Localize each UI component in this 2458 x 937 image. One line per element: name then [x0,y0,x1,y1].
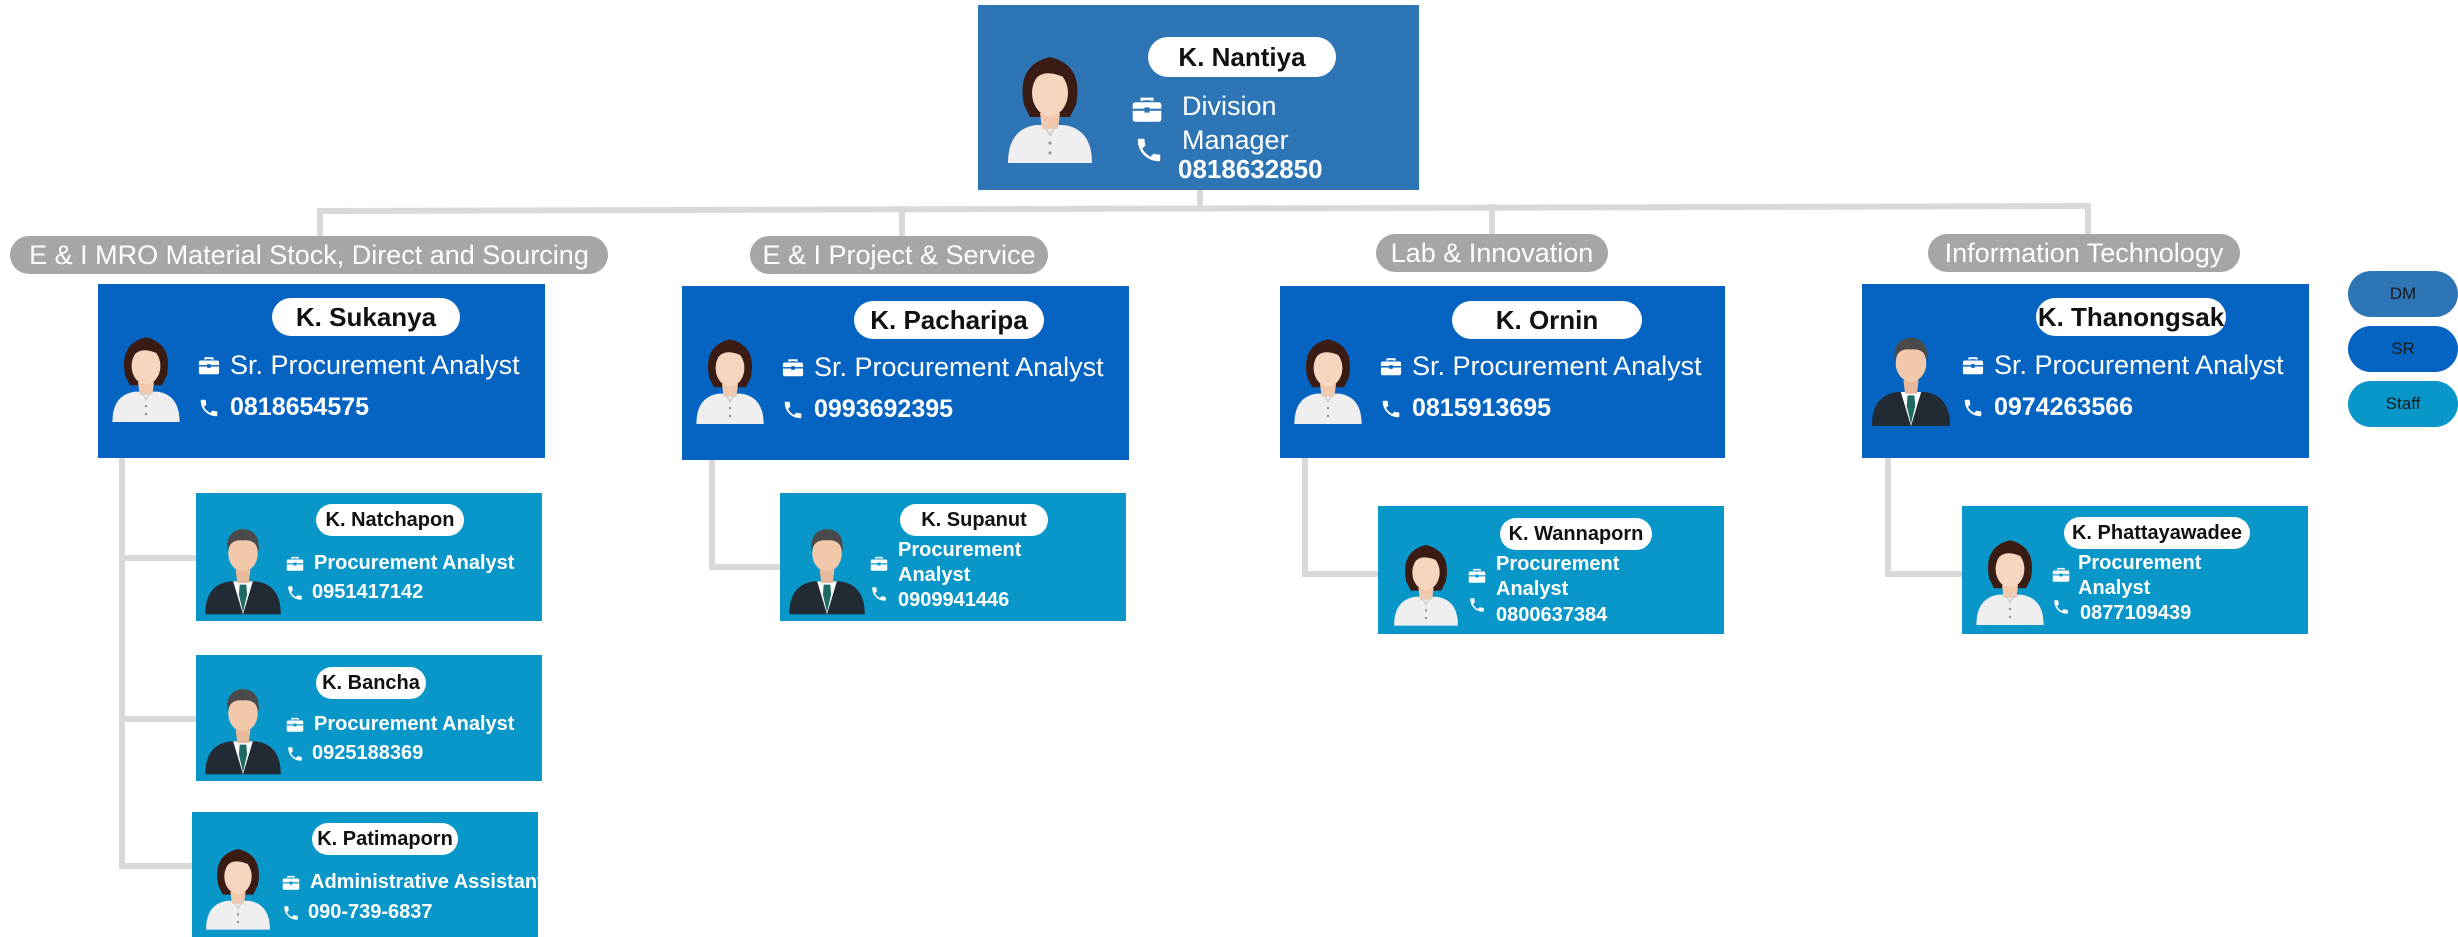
female-avatar-icon [1008,57,1092,163]
male-avatar-icon [1871,337,1951,426]
briefcase-icon [1962,356,1984,374]
staff-card-patimaporn: K. Patimaporn Administrative Assistant 0… [192,812,544,937]
manager-phone: 0818632850 [1178,154,1323,184]
female-avatar-icon [206,849,270,930]
manager-card: K. Nantiya Division Manager 0818632850 [978,5,1419,190]
sr-title-row: Sr. Procurement Analyst [1962,350,2284,381]
briefcase-icon [286,556,304,571]
phone-icon [872,587,886,601]
department-label-information-technology: Information Technology [1928,234,2240,272]
manager-name-pill: K. Nantiya [1148,37,1336,77]
phone-icon [1470,598,1484,612]
female-avatar-icon [696,339,764,424]
sr-card-ornin: K. Ornin Sr. Procurement Analyst 0815913… [1280,286,1725,458]
phone-icon [1964,399,1982,416]
staff-title-row: Administrative Assistant [282,871,544,894]
legend-dm: DM [2348,271,2458,317]
department-label-lab-innovation: Lab & Innovation [1376,234,1608,272]
phone-icon [288,585,302,600]
staff-title-line1: Procurement [898,539,1022,561]
staff-title-line1: Procurement [2078,552,2202,574]
manager-title-line2: Manager [1182,125,1289,155]
staff-name-pill: K. Natchapon [316,504,464,536]
sr-name-pill: K. Sukanya [272,298,460,336]
legend-staff: Staff [2348,381,2458,427]
sr-title-row: Sr. Procurement Analyst [782,352,1104,383]
staff-title-row: Procurement Analyst [286,713,514,736]
department-label-mro: E & I MRO Material Stock, Direct and Sou… [10,236,608,274]
sr-name-pill: K. Pacharipa [854,301,1044,339]
female-avatar-icon [1294,339,1362,424]
briefcase-icon [282,875,300,890]
sr-card-pacharipa: K. Pacharipa Sr. Procurement Analyst 099… [682,286,1129,460]
female-avatar-icon [1394,545,1458,626]
staff-name-pill: K. Wannaporn [1500,518,1652,550]
male-avatar-icon [205,688,281,775]
staff-card-phattayawadee: K. Phattayawadee Procurement Analyst 087… [1962,506,2308,634]
staff-title-line2: Analyst [898,564,971,586]
phone-icon [2054,600,2068,614]
staff-card-supanut: K. Supanut Procurement Analyst 090994144… [780,493,1126,621]
staff-phone: 0800637384 [1496,604,1608,626]
phone-icon [784,401,802,418]
sr-card-sukanya: K. Sukanya Sr. Procurement Analyst 08186… [98,284,545,458]
briefcase-icon [870,556,888,571]
sr-phone-row: 0818654575 [198,393,369,422]
staff-card-wannaporn: K. Wannaporn Procurement Analyst 0800637… [1378,506,1724,634]
briefcase-icon [198,356,220,374]
staff-card-natchapon: K. Natchapon Procurement Analyst 0951417… [196,493,542,621]
phone-icon [1137,138,1161,162]
phone-icon [284,905,298,920]
staff-phone: 0877109439 [2080,602,2192,624]
sr-title-row: Sr. Procurement Analyst [1380,351,1702,382]
sr-phone-row: 0993692395 [782,395,953,424]
male-avatar-icon [789,528,865,615]
phone-icon [1382,400,1400,417]
staff-phone: 0909941446 [898,589,1010,611]
female-avatar-icon [1976,540,2044,625]
briefcase-icon [1132,97,1162,122]
staff-name-pill: K. Patimaporn [312,823,458,855]
sr-title-row: Sr. Procurement Analyst [198,350,520,381]
female-avatar-icon [112,337,180,422]
briefcase-icon [2052,567,2070,582]
staff-phone-row: 0925188369 [286,742,423,765]
staff-name-pill: K. Phattayawadee [2064,517,2250,549]
staff-card-bancha: K. Bancha Procurement Analyst 0925188369 [196,655,542,781]
male-avatar-icon [205,528,281,615]
manager-name: K. Nantiya [1178,41,1306,72]
sr-name-pill: K. Thanongsak [2036,298,2226,336]
briefcase-icon [286,717,304,732]
sr-phone-row: 0815913695 [1380,394,1551,423]
staff-name-pill: K. Supanut [900,504,1048,536]
staff-title-row: Procurement Analyst [286,552,514,575]
briefcase-icon [1468,568,1486,583]
manager-title-line1: Division [1182,91,1277,121]
staff-name-pill: K. Bancha [316,667,426,699]
staff-phone-row: 090-739-6837 [282,901,433,924]
briefcase-icon [1380,357,1402,375]
phone-icon [200,399,218,416]
staff-title-line2: Analyst [2078,577,2151,599]
staff-phone-row: 0951417142 [286,581,423,604]
sr-card-thanongsak: K. Thanongsak Sr. Procurement Analyst 09… [1862,284,2309,458]
phone-icon [288,746,302,761]
legend-sr: SR [2348,326,2458,372]
sr-phone-row: 0974263566 [1962,393,2133,422]
staff-title-line1: Procurement [1496,553,1620,575]
staff-title-line2: Analyst [1496,578,1569,600]
department-label-project-service: E & I Project & Service [750,236,1048,274]
briefcase-icon [782,358,804,376]
sr-name-pill: K. Ornin [1452,301,1642,339]
